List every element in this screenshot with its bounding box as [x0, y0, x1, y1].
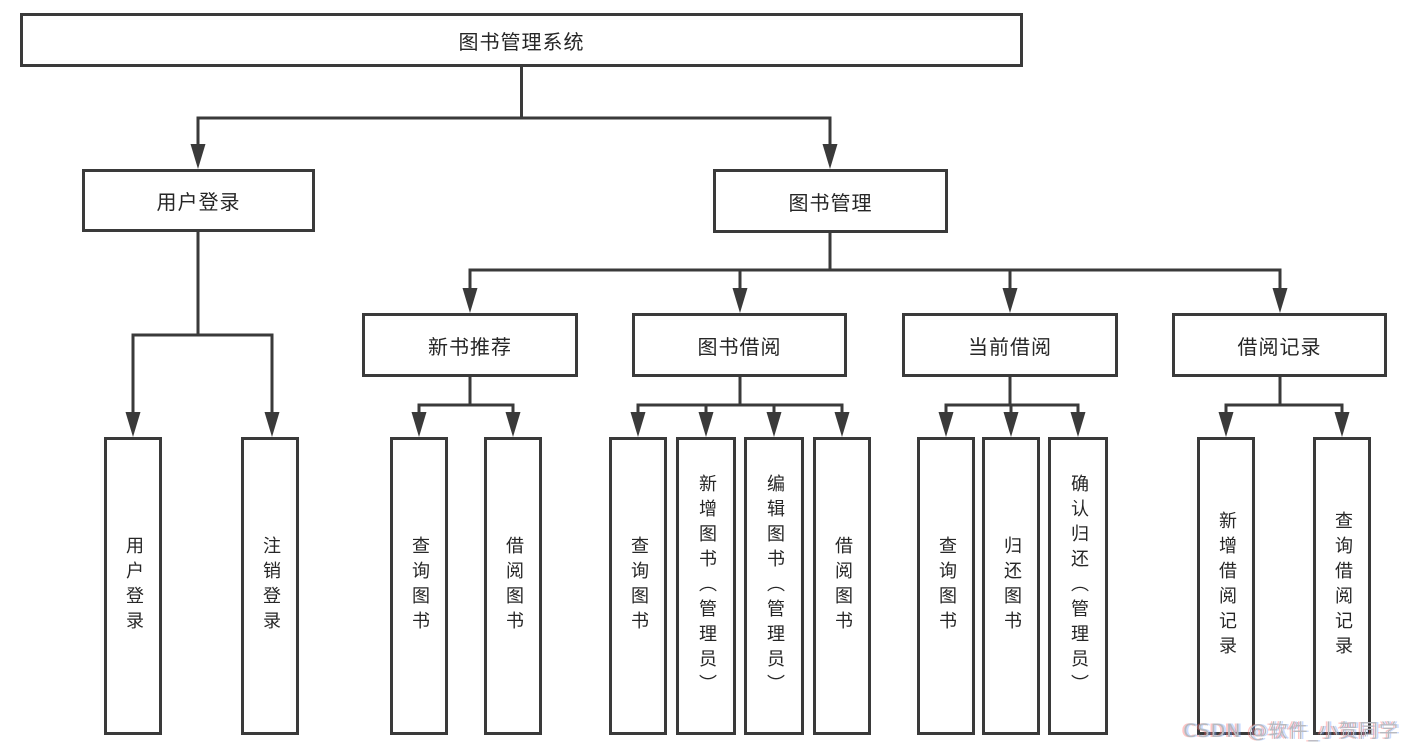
leaf-records-query-record: 查询借阅记录 [1313, 437, 1371, 735]
leaf-user-login: 用户登录 [104, 437, 162, 735]
node-label: 借阅记录 [1237, 334, 1322, 359]
node-root: 图书管理系统 [20, 13, 1023, 67]
node-book-management: 图书管理 [713, 169, 948, 233]
node-label: 当前借阅 [968, 334, 1052, 359]
leaf-records-add-record: 新增借阅记录 [1197, 437, 1255, 735]
leaf-borrow-borrow-books: 借阅图书 [813, 437, 871, 735]
node-label: 图书借阅 [697, 334, 782, 359]
node-label: 新增图书（管理员） [696, 473, 717, 699]
node-label: 查询图书 [936, 536, 957, 636]
node-label: 新增借阅记录 [1216, 511, 1237, 661]
leaf-newrec-query-books: 查询图书 [390, 437, 448, 735]
node-label: 借阅图书 [503, 536, 524, 636]
leaf-borrow-add-books-admin: 新增图书（管理员） [676, 437, 736, 735]
leaf-current-query-books: 查询图书 [917, 437, 975, 735]
leaf-current-confirm-return-admin: 确认归还（管理员） [1048, 437, 1108, 735]
node-label: 查询图书 [409, 536, 430, 636]
node-label: 注销登录 [260, 536, 281, 636]
node-label: 新书推荐 [428, 334, 512, 359]
leaf-current-return-books: 归还图书 [982, 437, 1040, 735]
leaf-borrow-query-books: 查询图书 [609, 437, 667, 735]
node-book-borrow: 图书借阅 [632, 313, 847, 377]
node-borrow-records: 借阅记录 [1172, 313, 1387, 377]
node-label: 编辑图书（管理员） [764, 473, 785, 699]
node-user-login: 用户登录 [82, 169, 315, 232]
arrowheads [125, 144, 1350, 437]
node-label: 查询图书 [628, 536, 649, 636]
node-label: 归还图书 [1001, 536, 1022, 636]
node-label: 借阅图书 [832, 536, 853, 636]
node-label: 用户登录 [156, 190, 241, 214]
node-new-book-recommend: 新书推荐 [362, 313, 578, 377]
leaf-newrec-borrow-books: 借阅图书 [484, 437, 542, 735]
node-label: 图书管理系统 [458, 29, 585, 54]
node-label: 确认归还（管理员） [1068, 473, 1089, 699]
leaf-borrow-edit-books-admin: 编辑图书（管理员） [744, 437, 804, 735]
node-current-borrow: 当前借阅 [902, 313, 1118, 377]
node-label: 图书管理 [788, 190, 873, 215]
leaf-logout: 注销登录 [241, 437, 299, 735]
node-label: 查询借阅记录 [1332, 511, 1353, 661]
node-label: 用户登录 [123, 536, 144, 636]
csdn-watermark: CSDN @软件_小贺同学 [1183, 720, 1399, 742]
